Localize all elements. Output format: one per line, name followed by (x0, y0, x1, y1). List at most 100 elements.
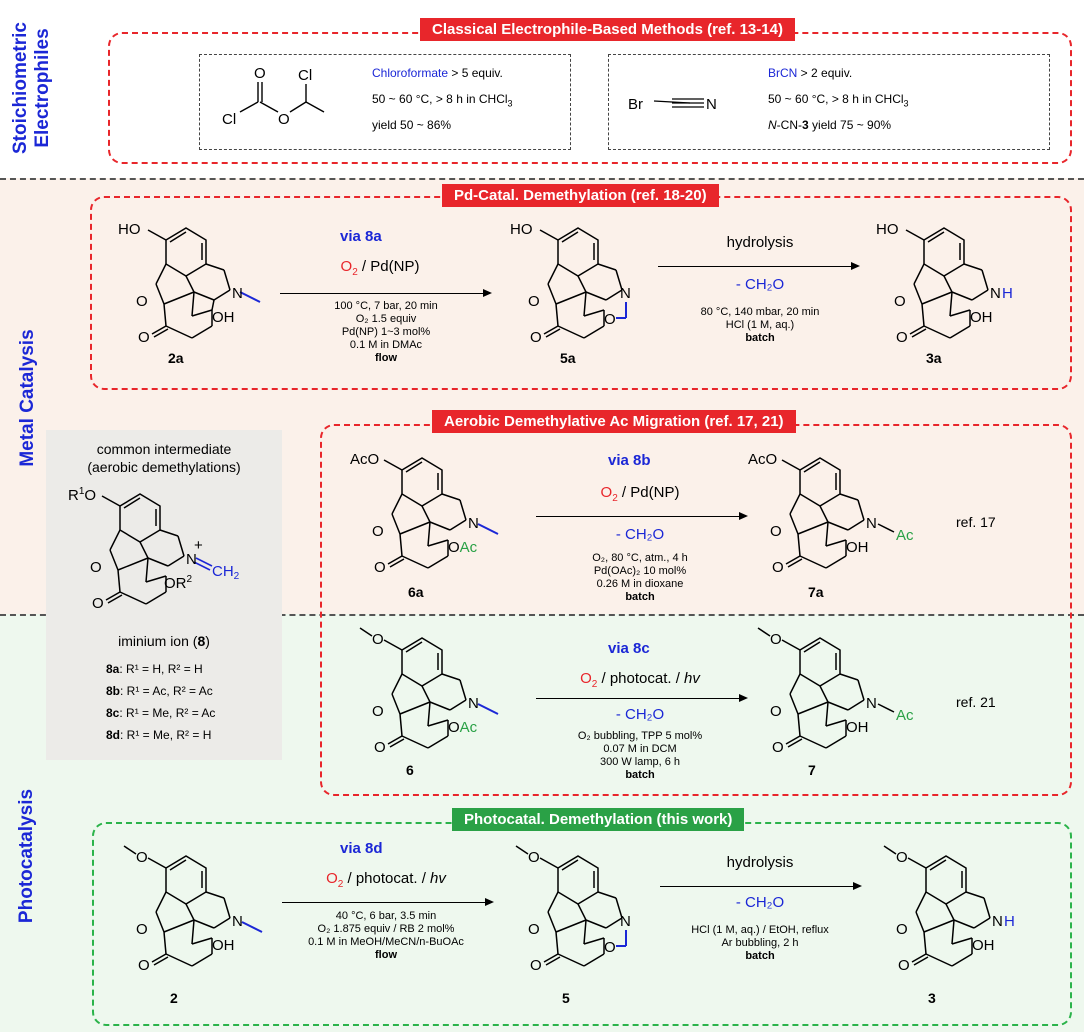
chloroformate-structure: Cl O O Cl (212, 58, 352, 148)
svg-text:OH: OH (972, 937, 995, 954)
aerobic-via-8c: via 8c (608, 640, 650, 657)
o-atom-1: O (254, 65, 266, 82)
pd-arrow-1 (280, 289, 492, 297)
intermediate-panel (46, 430, 282, 760)
n-atom: N (706, 96, 717, 113)
svg-text:O: O (528, 293, 540, 310)
compound-label-3: 3 (928, 990, 936, 1006)
compound-label-2a: 2a (168, 350, 184, 366)
brcn-equiv: BrCN > 2 equiv. (768, 66, 853, 80)
svg-text:N: N (620, 285, 631, 302)
svg-text:N: N (620, 913, 631, 930)
svg-text:O: O (136, 849, 148, 866)
aerobic-arrow-2 (536, 694, 748, 702)
cl-atom-1: Cl (222, 111, 236, 128)
svg-text:O: O (770, 631, 782, 648)
compound-5-structure: O O N O O (500, 838, 650, 978)
svg-text:N: N (468, 515, 479, 532)
photo-arrow-2 (660, 882, 862, 890)
band-label-metal: Metal Catalysis (17, 329, 38, 467)
brcn-box (608, 54, 1050, 150)
brcn-yield: N-CN-3 yield 75 ~ 90% (768, 118, 892, 132)
cl-atom-2: Cl (298, 67, 312, 84)
svg-text:O: O (528, 921, 540, 938)
svg-text:N: N (992, 913, 1003, 930)
compound-label-5a: 5a (560, 350, 576, 366)
band-divider-2 (0, 614, 1084, 616)
svg-text:HO: HO (510, 221, 533, 238)
aerobic-reagent-1: O2 / Pd(NP) (600, 484, 680, 504)
svg-text:O: O (772, 739, 784, 756)
compound-2a-structure: HO O N OH O (108, 210, 278, 350)
compound-6a-structure: AcO O N OAc O (344, 440, 524, 580)
aerobic-ch2o-1: - CH₂O (615, 526, 665, 543)
svg-text:O: O (372, 631, 384, 648)
pd-via-8a: via 8a (340, 228, 382, 245)
svg-text:OH: OH (846, 719, 869, 736)
brcn-structure: Br N (624, 88, 734, 118)
pd-arrow-2 (658, 262, 860, 270)
compound-label-6: 6 (406, 762, 414, 778)
svg-text:O: O (896, 329, 908, 346)
svg-text:O: O (136, 293, 148, 310)
svg-text:O: O (770, 523, 782, 540)
svg-text:O: O (530, 957, 542, 974)
svg-text:O: O (604, 939, 616, 956)
svg-text:AcO: AcO (748, 451, 777, 468)
svg-text:N: N (232, 913, 243, 930)
aerobic-arrow-1 (536, 512, 748, 520)
compound-7a-structure: AcO O N Ac OH O (742, 440, 932, 580)
svg-text:O: O (136, 921, 148, 938)
svg-text:HO: HO (118, 221, 141, 238)
aerobic-title: Aerobic Demethylative Ac Migration (ref.… (432, 410, 796, 433)
svg-text:AcO: AcO (350, 451, 379, 468)
svg-text:OH: OH (212, 937, 235, 954)
svg-text:Ac: Ac (896, 527, 914, 544)
photo-title: Photocatal. Demethylation (this work) (452, 808, 745, 831)
variant-8c: 8c: R¹ = Me, R² = Ac (106, 706, 216, 720)
compound-label-7a: 7a (808, 584, 824, 600)
compound-2-structure: O O N OH O (108, 838, 278, 978)
svg-text:N: N (232, 285, 243, 302)
photo-via-8d: via 8d (340, 840, 383, 857)
brcn-temp: 50 ~ 60 °C, > 8 h in CHCl3 (768, 92, 909, 109)
photo-hydrolysis: hydrolysis (726, 854, 794, 871)
pd-title: Pd-Catal. Demethylation (ref. 18-20) (442, 184, 719, 207)
svg-text:H: H (1002, 285, 1013, 302)
svg-text:O: O (770, 703, 782, 720)
svg-text:O: O (604, 311, 616, 328)
intermediate-heading-1: common intermediate (96, 441, 232, 457)
svg-text:N: N (186, 551, 197, 568)
svg-text:OAc: OAc (448, 719, 478, 736)
svg-text:O: O (772, 559, 784, 576)
pd-ch2o: - CH₂O (735, 276, 785, 293)
chloroformate-yield: yield 50 ~ 86% (372, 118, 452, 132)
o-atom-2: O (278, 111, 290, 128)
svg-text:+: + (194, 537, 203, 554)
svg-text:N: N (990, 285, 1001, 302)
pd-hydrolysis: hydrolysis (726, 234, 794, 251)
chloroformate-equiv: Chloroformate > 5 equiv. (372, 66, 503, 80)
variant-8b: 8b: R¹ = Ac, R² = Ac (106, 684, 213, 698)
svg-text:O: O (898, 957, 910, 974)
band-label-stoichiometric: Stoichiometric Electrophiles (10, 22, 53, 154)
aerobic-via-8b: via 8b (608, 452, 651, 469)
compound-5a-structure: HO O N O O (500, 210, 650, 350)
svg-text:OH: OH (846, 539, 869, 556)
iminium-structure: R1O O N+ CH2 OR2 O (62, 476, 262, 616)
aerobic-reagent-2: O2 / photocat. / hv (580, 670, 700, 690)
svg-text:R1O: R1O (68, 486, 96, 504)
svg-text:OR2: OR2 (164, 574, 193, 592)
ref-21: ref. 21 (956, 694, 996, 710)
chloroformate-temp: 50 ~ 60 °C, > 8 h in CHCl3 (372, 92, 513, 109)
svg-text:O: O (372, 703, 384, 720)
svg-text:O: O (92, 595, 104, 612)
svg-text:N: N (866, 515, 877, 532)
variant-8d: 8d: R¹ = Me, R² = H (106, 728, 212, 742)
